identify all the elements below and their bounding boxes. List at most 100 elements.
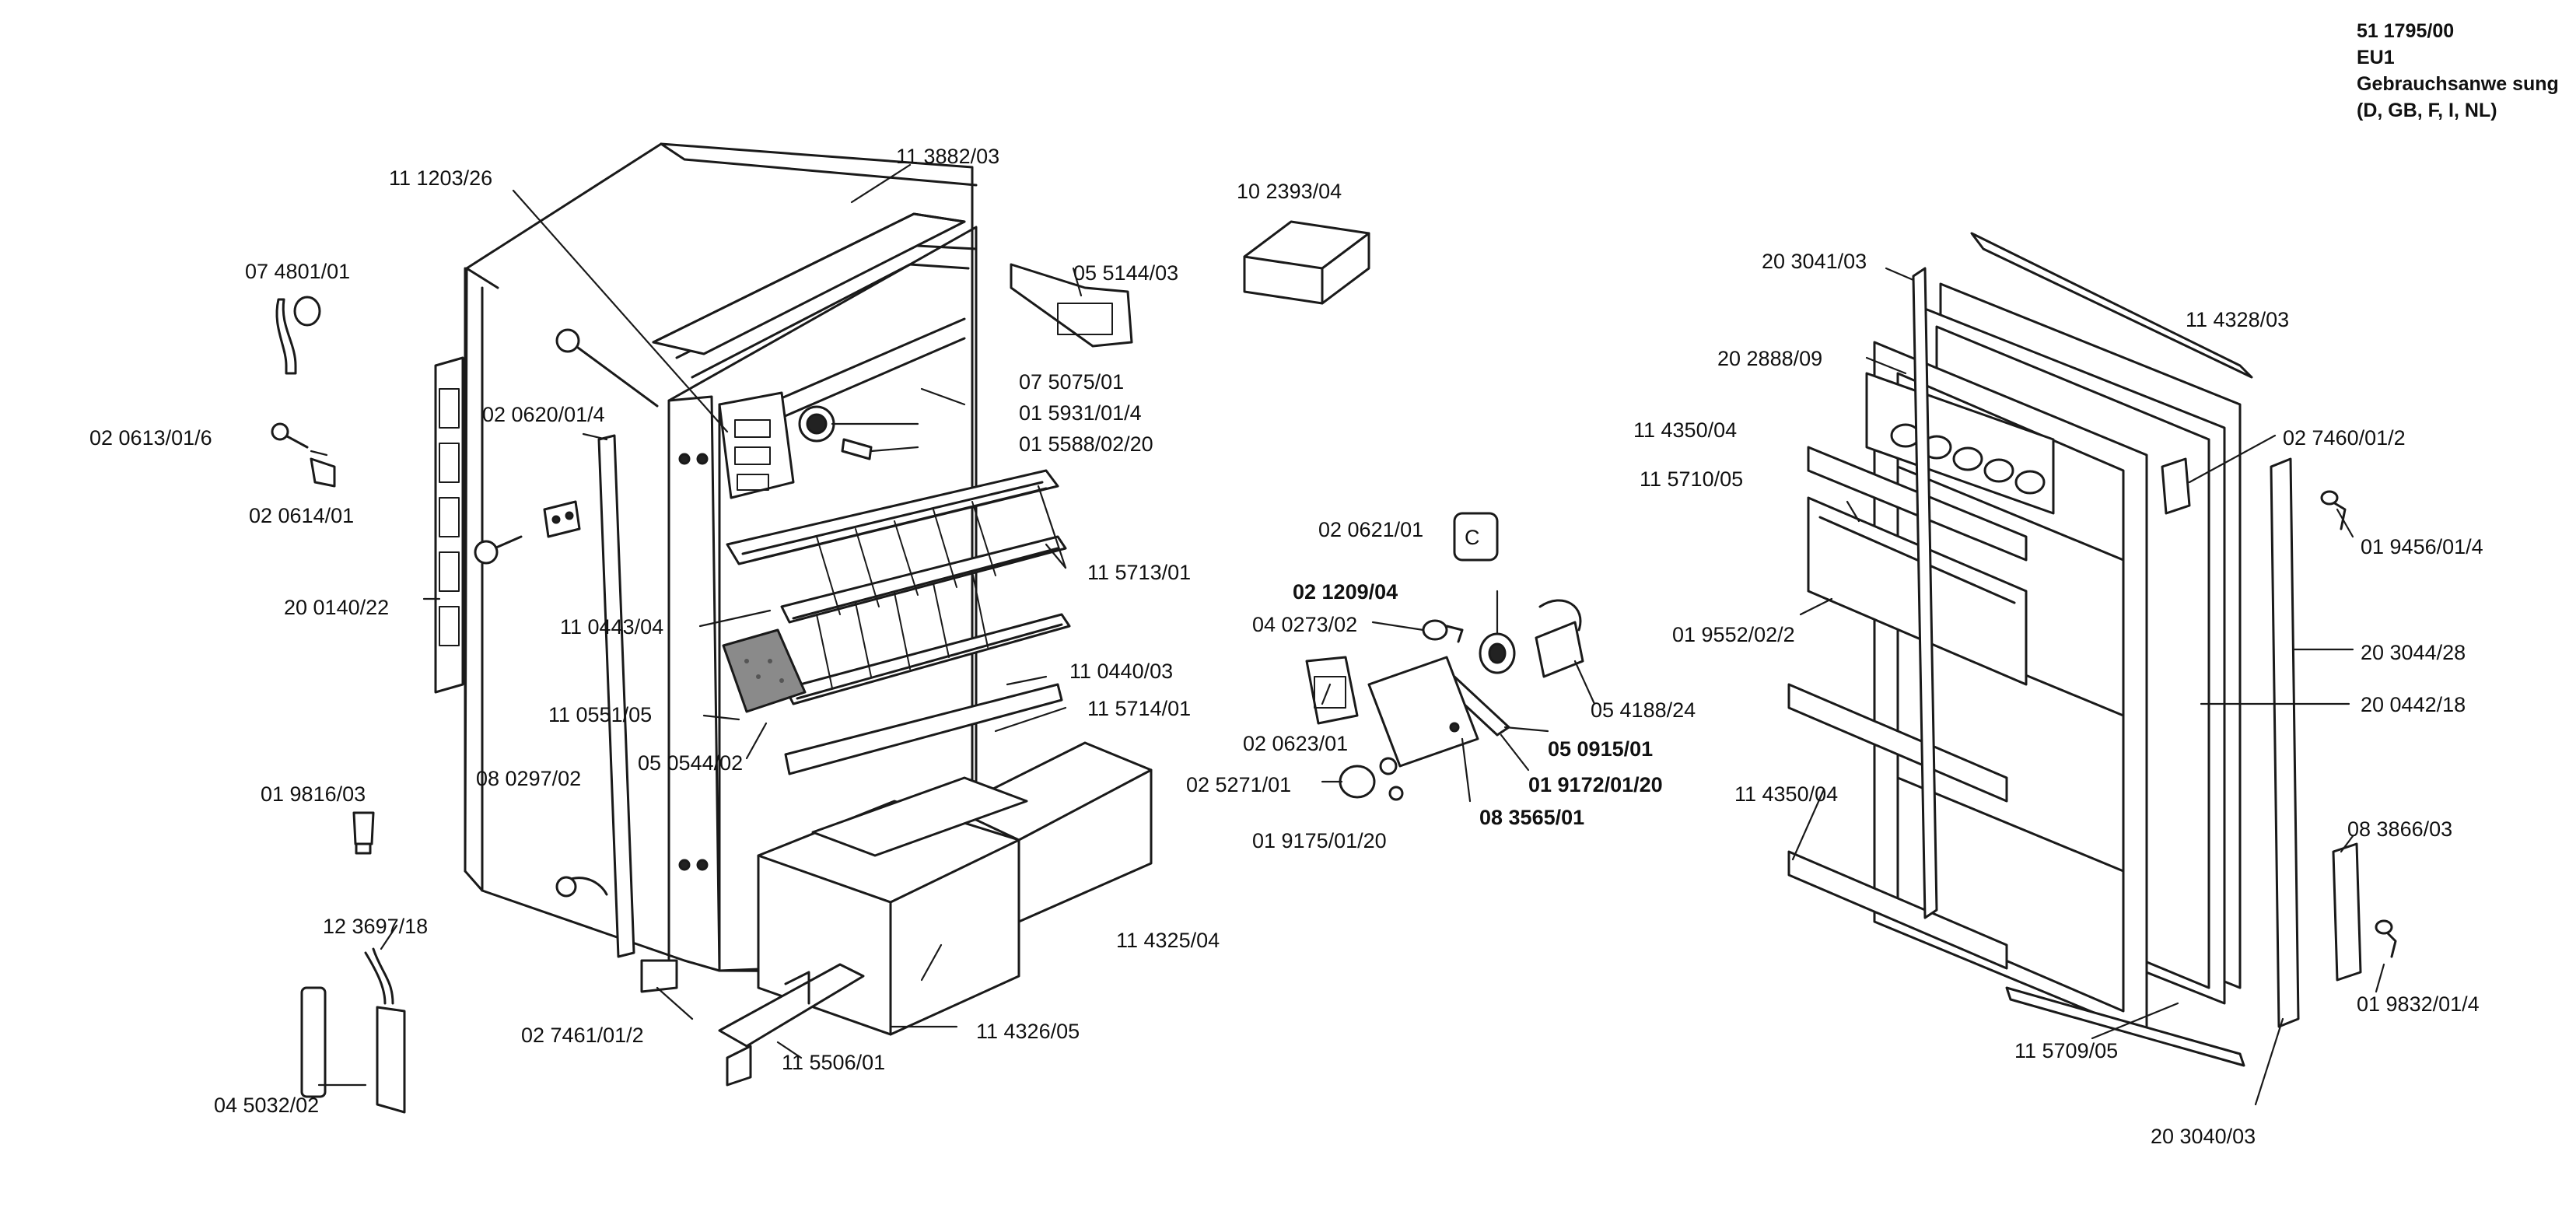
- small-screw-part: [1379, 757, 1404, 801]
- bulb-part: [1422, 619, 1464, 643]
- label-114350-04-bottom: 11 4350/04: [1734, 782, 1838, 806]
- knob-part: [1479, 632, 1516, 674]
- screw-bolt-part: [271, 422, 336, 488]
- label-015588-02-20: 01 5588/02/20: [1019, 432, 1153, 456]
- svg-text:C: C: [1465, 526, 1480, 549]
- label-111203-26: 11 1203/26: [389, 166, 492, 190]
- label-074801-01: 07 4801/01: [245, 260, 350, 283]
- label-020621-01: 02 0621/01: [1318, 518, 1423, 541]
- manual-title: Gebrauchsanwe sung: [2357, 73, 2559, 95]
- label-115713-01: 11 5713/01: [1087, 561, 1191, 584]
- label-019832-01-4: 01 9832/01/4: [2357, 992, 2480, 1016]
- thermostat-capillary-part: [376, 1006, 406, 1114]
- variant-code: EU1: [2357, 47, 2395, 68]
- label-203041-03: 20 3041/03: [1762, 250, 1867, 273]
- label-025271-01: 02 5271/01: [1186, 773, 1291, 796]
- plug-cap-part: [352, 811, 375, 855]
- label-115714-01: 11 5714/01: [1087, 697, 1191, 720]
- egg-tray-part: [1865, 372, 2055, 515]
- label-114350-04-top: 11 4350/04: [1633, 418, 1737, 442]
- screw-right-bottom: [2375, 919, 2397, 958]
- drawer-cover-rail: [811, 776, 1028, 857]
- label-080297-02: 08 0297/02: [476, 767, 581, 790]
- top-trim-strip: [652, 212, 966, 355]
- thermostat-housing: [718, 391, 795, 499]
- glass-shelf: [784, 683, 1063, 775]
- door-seal-strip-left: [597, 434, 635, 958]
- label-115709-05: 11 5709/05: [2014, 1039, 2118, 1062]
- label-200140-22: 20 0140/22: [284, 596, 389, 619]
- label-203040-03: 20 3040/03: [2151, 1125, 2256, 1148]
- door-top-cap: [1970, 232, 2253, 379]
- label-019816-03: 01 9816/03: [261, 782, 366, 806]
- leader-lines: [310, 163, 2385, 1106]
- top-hinge-part: [1010, 263, 1133, 348]
- label-203044-28: 20 3044/28: [2361, 641, 2466, 664]
- label-020613-01-6: 02 0613/01/6: [89, 426, 212, 450]
- screw-right-top: [2320, 490, 2347, 530]
- shelf-grid-lines: [816, 501, 996, 689]
- drain-tube-part: [275, 296, 321, 375]
- door-shelf-bar-bottom: [1787, 683, 2008, 970]
- label-114328-03: 11 4328/03: [2186, 308, 2289, 331]
- label-027461-01-2: 02 7461/01/2: [521, 1024, 644, 1047]
- label-020623-01: 02 0623/01: [1243, 732, 1348, 755]
- bottom-rail-feet: [718, 963, 865, 1087]
- label-019175-01-20: 01 9175/01/20: [1252, 829, 1387, 852]
- sensor-tube-part: [300, 986, 327, 1098]
- screw-small-part: [474, 535, 523, 565]
- label-115710-05: 11 5710/05: [1640, 467, 1743, 491]
- label-110551-05: 11 0551/05: [548, 703, 652, 726]
- door-handle-part: [2332, 842, 2362, 982]
- thermostat-knob: [798, 405, 835, 443]
- label-123697-18: 12 3697/18: [323, 915, 428, 938]
- label-045032-02: 04 5032/02: [214, 1094, 319, 1117]
- bracket-plate-part: [543, 500, 581, 538]
- label-114326-05: 11 4326/05: [976, 1020, 1080, 1043]
- door-hinge-right: [2161, 457, 2191, 515]
- label-075075-01: 07 5075/01: [1019, 370, 1124, 394]
- label-200442-18: 20 0442/18: [2361, 693, 2466, 716]
- label-019172-01-20: 01 9172/01/20: [1528, 773, 1663, 796]
- label-115506-01: 11 5506/01: [782, 1051, 885, 1074]
- thermostat-unit-part: [1535, 599, 1584, 678]
- lamp-housing-part: [1367, 656, 1479, 768]
- label-083866-03: 08 3866/03: [2347, 817, 2452, 841]
- label-055144-03: 05 5144/03: [1073, 261, 1178, 285]
- part-labels: 11 3882/03 11 1203/26 10 2393/04 07 4801…: [89, 145, 2483, 1148]
- cabinet-body: [464, 142, 978, 974]
- door-seal-strip-right: [2270, 457, 2300, 1028]
- cap-round-part: [1339, 765, 1376, 799]
- socket-block-part: [1305, 656, 1359, 725]
- label-054188-24: 05 4188/24: [1591, 698, 1696, 722]
- label-040273-02: 04 0273/02: [1252, 613, 1357, 636]
- label-019552-02-2: 01 9552/02/2: [1672, 623, 1795, 646]
- shelf-wire-upper: [726, 469, 1059, 565]
- hinge-bracket-part: [640, 959, 678, 993]
- label-102393-04: 10 2393/04: [1237, 180, 1342, 203]
- label-021209-04: 02 1209/04: [1293, 580, 1398, 604]
- label-083565-01: 08 3565/01: [1479, 806, 1584, 829]
- label-027460-01-2: 02 7460/01/2: [2283, 426, 2406, 450]
- lamp-bulb: [841, 438, 873, 460]
- label-110440-03: 11 0440/03: [1069, 660, 1173, 683]
- manual-languages: (D, GB, F, I, NL): [2357, 100, 2497, 121]
- label-202888-09: 20 2888/09: [1717, 347, 1822, 370]
- insulation-block: [722, 628, 807, 713]
- butter-compartment-part: [1807, 496, 2028, 686]
- label-050915-01: 05 0915/01: [1548, 737, 1653, 761]
- label-020614-01: 02 0614/01: [249, 504, 354, 527]
- label-019456-01-4: 01 9456/01/4: [2361, 535, 2483, 558]
- doc-number: 51 1795/00: [2357, 20, 2454, 42]
- label-050544-02: 05 0544/02: [638, 751, 743, 775]
- door-strip-left: [1912, 267, 1938, 919]
- label-114325-04: 11 4325/04: [1116, 929, 1220, 952]
- label-020620-01-4: 02 0620/01/4: [482, 403, 605, 426]
- wire-harness-part: [364, 947, 394, 1005]
- butter-box-lid-part: [1243, 220, 1370, 305]
- cover-cap-part: C: [1453, 512, 1499, 562]
- label-110443-04: 11 0443/04: [560, 615, 663, 639]
- door-rail-bottom: [2005, 986, 2245, 1067]
